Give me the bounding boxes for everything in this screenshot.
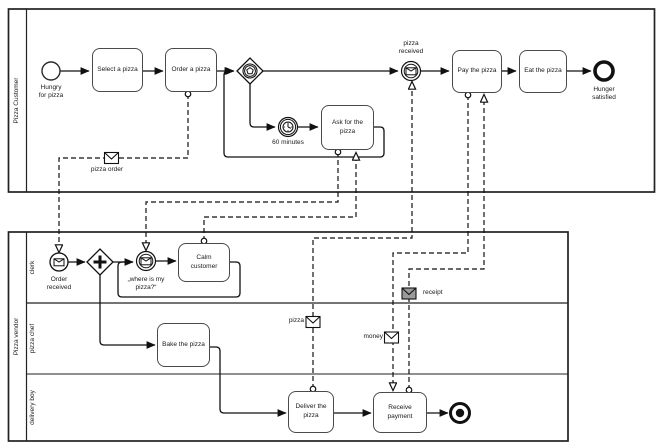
sequence-flows	[60, 67, 592, 417]
label-pizza-order: pizza order	[90, 166, 124, 173]
envelope-icon-pizza	[305, 315, 321, 329]
flow-bake-to-deliver	[210, 346, 287, 417]
label-receipt-message: receipt	[423, 289, 443, 296]
envelope-icon-receipt	[401, 287, 417, 300]
message-flows	[59, 82, 484, 390]
envelope-icon	[53, 258, 65, 267]
clock-icon	[282, 121, 294, 133]
label-hunger-satisfied: Hunger satisfied	[592, 86, 616, 102]
timer-event-60-minutes	[277, 116, 299, 138]
message-flow-receipt	[409, 95, 484, 390]
event-based-gateway	[236, 57, 264, 85]
task-pay-the-pizza: Pay the pizza	[452, 50, 502, 93]
message-icons	[103, 151, 417, 344]
lane-label-delivery-boy: delivery boy	[29, 390, 36, 425]
message-event-where-is-my-pizza	[135, 250, 157, 272]
task-deliver-the-pizza: Deliver the pizza	[288, 391, 334, 433]
envelope-icon	[140, 257, 152, 266]
pentagon-icon	[246, 66, 254, 75]
label-money-message: money	[363, 333, 383, 340]
terminate-end-event	[449, 402, 471, 424]
label-pizza-message: pizza	[288, 317, 304, 324]
task-eat-the-pizza: Eat the pizza	[519, 50, 567, 93]
envelope-icon-pizza-order	[103, 151, 120, 165]
customer-pool	[7, 8, 656, 193]
flow-calm-loop-to-where	[117, 261, 241, 298]
label-order-received: Order received	[46, 276, 72, 292]
lane-label-pizza-chef: pizza chef	[29, 323, 36, 354]
flow-gateway-to-timer	[249, 84, 276, 131]
message-start-event-order-received	[49, 252, 69, 272]
label-60-minutes: 60 minutes	[272, 139, 304, 146]
label-pizza-received: pizza received	[398, 40, 424, 56]
label-where-is-my-pizza: „where is my pizza?“	[127, 276, 165, 292]
flow-split-to-bake	[99, 275, 156, 349]
task-order-a-pizza: Order a pizza	[165, 48, 217, 92]
plus-icon	[93, 255, 107, 269]
task-calm-customer: Calm customer	[178, 243, 230, 282]
message-event-pizza-received	[400, 60, 422, 82]
start-event-hungry-for-pizza	[41, 61, 61, 81]
parallel-gateway	[86, 248, 114, 276]
message-flow-pizza-order	[59, 94, 188, 252]
pool-label-pizza-vendor: Pizza vendor	[13, 317, 20, 356]
end-event-hunger-satisfied	[593, 60, 615, 82]
envelope-icon-money	[383, 331, 400, 344]
label-hungry-for-pizza: Hungry for pizza	[38, 84, 64, 100]
message-flow-ask-to-where	[146, 152, 338, 250]
task-bake-the-pizza: Bake the pizza	[157, 323, 210, 367]
task-ask-for-the-pizza: Ask for the pizza	[321, 105, 374, 150]
task-receive-payment: Receive payment	[373, 392, 427, 433]
envelope-icon	[405, 67, 417, 76]
message-flow-calm-to-ask	[204, 153, 356, 241]
task-select-a-pizza: Select a pizza	[92, 48, 143, 92]
message-flow-money	[393, 95, 468, 390]
